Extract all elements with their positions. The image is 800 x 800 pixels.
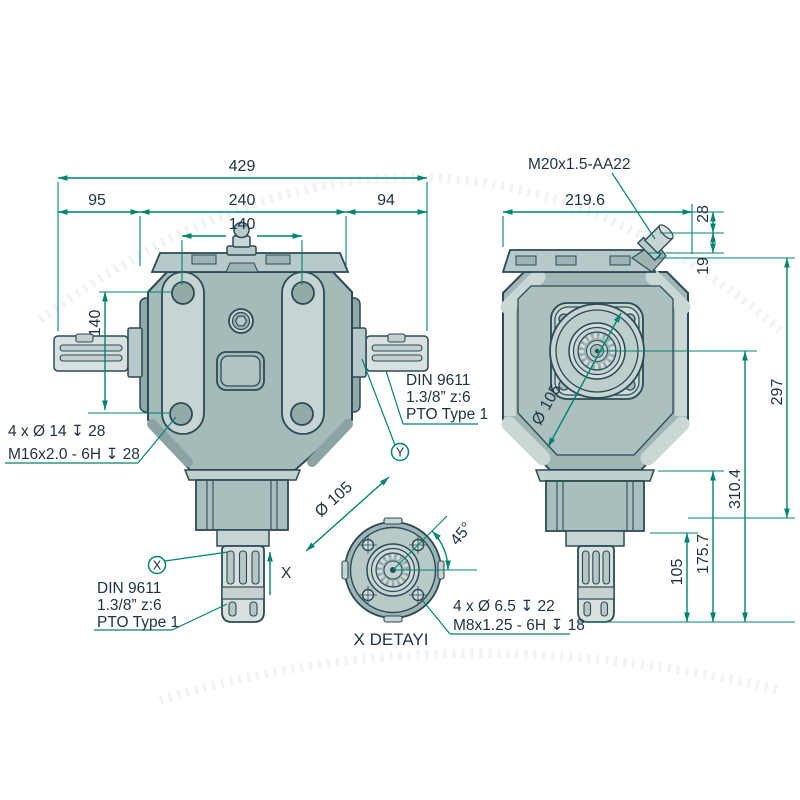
front-bolt-hole-bottom-right (290, 402, 314, 426)
front-bolt-hole-top-right (291, 281, 315, 305)
front-annotations: 4 x Ø 14 ↧ 28 M16x2.0 - 6H ↧ 28 X DIN 96… (5, 358, 488, 631)
front-dimensions: 429 95 240 94 140 140 (57, 158, 428, 414)
dim-right-shaft: 94 (377, 192, 395, 209)
note-pto-side-line3: PTO Type 1 (406, 406, 488, 423)
front-oil-plug (228, 308, 254, 334)
side-m20-plug (636, 224, 674, 262)
dim-detail-angle: 45° (447, 519, 476, 548)
dim-plug-height: 28 (695, 205, 712, 223)
front-left-boss-strip (161, 271, 205, 435)
note-pto-side-line2: 1.3/8” z:6 (406, 389, 471, 406)
front-right-shaft (351, 327, 429, 378)
detail-note-holes-line1: 4 x Ø 6.5 ↧ 22 (453, 598, 555, 615)
dim-detail-diameter: Ø 105 (312, 479, 356, 521)
side-pto-shaft (577, 545, 615, 623)
note-pto-bottom-line1: DIN 9611 (97, 580, 161, 597)
detail-title: X DETAYI (354, 630, 429, 649)
front-bolt-hole-bottom-left (169, 402, 193, 426)
front-inspection-plate (216, 351, 265, 391)
side-view: M20x1.5-AA22 219.6 28 19 297 310.4 (500, 156, 795, 623)
front-bottom-flange (183, 469, 302, 547)
front-right-boss-strip (281, 271, 325, 435)
front-top-plate (150, 252, 350, 273)
detail-marker-x: X (153, 559, 162, 573)
front-view: 429 95 240 94 140 140 4 x Ø 14 ↧ 28 M16x… (5, 158, 488, 631)
detail-view: 45° Ø 105 4 x Ø 6.5 ↧ 22 M8x1.25 - 6H ↧ … (305, 476, 585, 649)
detail-marker-x-circle (147, 555, 167, 575)
front-geometry (53, 221, 429, 623)
dim-housing-height: 297 (769, 379, 786, 406)
watermark (37, 173, 783, 705)
note-pto-side-line1: DIN 9611 (406, 372, 470, 389)
note-holes-line1: 4 x Ø 14 ↧ 28 (8, 423, 105, 440)
front-pto-shaft (221, 545, 265, 623)
side-bottom-flange (534, 469, 656, 547)
dim-spline-length: 105 (669, 559, 686, 586)
detail-marker-y-circle (390, 442, 410, 462)
front-breather-plug (226, 221, 257, 256)
dim-total-width: 429 (229, 158, 256, 175)
dim-flange-to-end: 175.7 (695, 534, 712, 574)
side-top-plate (501, 241, 667, 273)
dim-body-width: 240 (229, 192, 256, 209)
detail-marker-y: Y (396, 446, 405, 460)
note-pto-bottom-line3: PTO Type 1 (97, 614, 179, 631)
dim-left-shaft: 95 (88, 192, 106, 209)
dim-hole-spacing-top: 140 (229, 216, 256, 233)
dim-total-height: 310.4 (727, 469, 744, 509)
axis-label-x: X (281, 565, 292, 582)
note-holes-line2: M16x2.0 - 6H ↧ 28 (8, 446, 140, 463)
note-pto-bottom-line2: 1.3/8” z:6 (97, 597, 162, 614)
detail-note-holes-line2: M8x1.25 - 6H ↧ 18 (453, 617, 585, 634)
front-bolt-hole-top-left (171, 281, 195, 305)
note-plug: M20x1.5-AA22 (528, 156, 631, 173)
dim-hole-spacing-side: 140 (87, 310, 104, 337)
dim-cap-height: 19 (695, 257, 712, 275)
dim-side-width: 219.6 (565, 192, 605, 209)
